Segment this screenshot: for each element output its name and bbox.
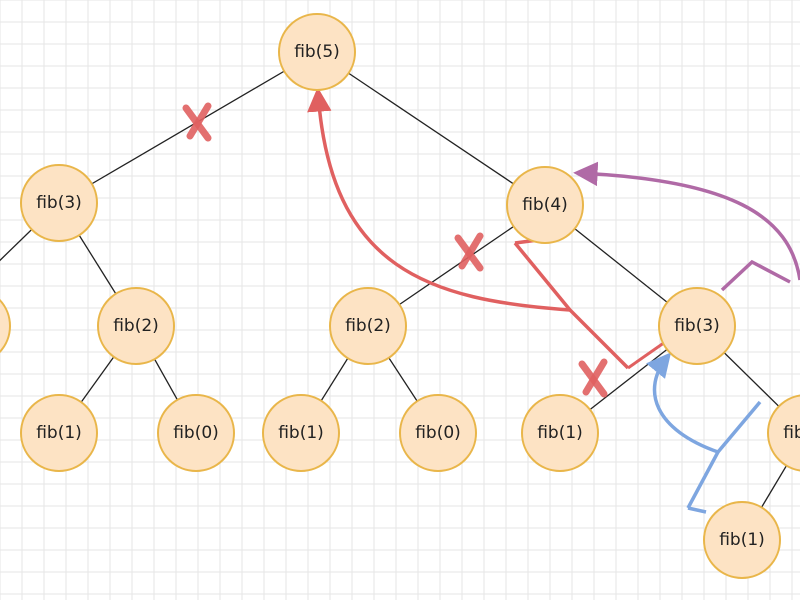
node-label: fib(2) <box>783 423 800 443</box>
node-label: fib(3) <box>36 193 82 213</box>
node-label: fib(0) <box>415 423 461 443</box>
node-label: fib(0) <box>173 423 219 443</box>
purple-bracket <box>720 259 791 292</box>
offscreen-node-left <box>0 298 11 354</box>
node-circle <box>329 287 407 365</box>
node-n4: fib(4) <box>506 166 584 244</box>
node-n3b: fib(3) <box>658 287 736 365</box>
node-label: fib(1) <box>719 530 765 550</box>
node-circle <box>262 394 340 472</box>
blue-return-annotation <box>646 352 762 514</box>
node-circle <box>767 394 800 472</box>
node-label: fib(1) <box>36 423 82 443</box>
node-n5: fib(5) <box>278 13 356 91</box>
node-label: fib(2) <box>345 316 391 336</box>
cut-stroke <box>582 358 608 396</box>
node-circle <box>20 164 98 242</box>
node-n3a: fib(3) <box>20 164 98 242</box>
node-circle <box>97 287 175 365</box>
cut-stroke <box>186 102 212 140</box>
node-circle <box>506 166 584 244</box>
node-circle <box>521 394 599 472</box>
cut-mark-n3b-n1c <box>578 358 608 398</box>
node-n1a: fib(1) <box>20 394 98 472</box>
node-circle <box>278 13 356 91</box>
blue-bracket-tick <box>687 506 707 514</box>
node-n1c: fib(1) <box>521 394 599 472</box>
node-n1b: fib(1) <box>262 394 340 472</box>
node-n0b: fib(0) <box>399 394 477 472</box>
node-label: fib(1) <box>537 423 583 443</box>
cut-mark-n5-n3a <box>182 102 212 142</box>
cut-mark-n4-n2b <box>454 232 484 272</box>
node-circle <box>703 501 781 579</box>
node-label: fib(5) <box>294 42 340 62</box>
node-n2c: fib(2) <box>767 394 800 472</box>
edge-n5-n3a <box>58 51 318 204</box>
node-circle <box>399 394 477 472</box>
node-circle <box>658 287 736 365</box>
node-circle <box>20 394 98 472</box>
node-label: fib(3) <box>674 316 720 336</box>
node-circle <box>157 394 235 472</box>
node-n1d: fib(1) <box>703 501 781 579</box>
node-n0a: fib(0) <box>157 394 235 472</box>
node-label: fib(1) <box>278 423 324 443</box>
blue-return-arrow <box>646 352 719 454</box>
purple-return-annotation <box>573 161 800 292</box>
node-label: fib(2) <box>113 316 159 336</box>
node-label: fib(4) <box>522 195 568 215</box>
purple-return-arrow <box>573 161 800 281</box>
cut-stroke <box>458 232 484 270</box>
node-n2b: fib(2) <box>329 287 407 365</box>
edge-n5-n4 <box>316 51 546 206</box>
node-n2a: fib(2) <box>97 287 175 365</box>
red-return-arrow <box>307 87 571 312</box>
cut-marks <box>182 102 608 398</box>
tree-nodes: fib(5) fib(3) fib(4) fib(2) fib(2) fib(3) fib(… <box>0 13 800 579</box>
